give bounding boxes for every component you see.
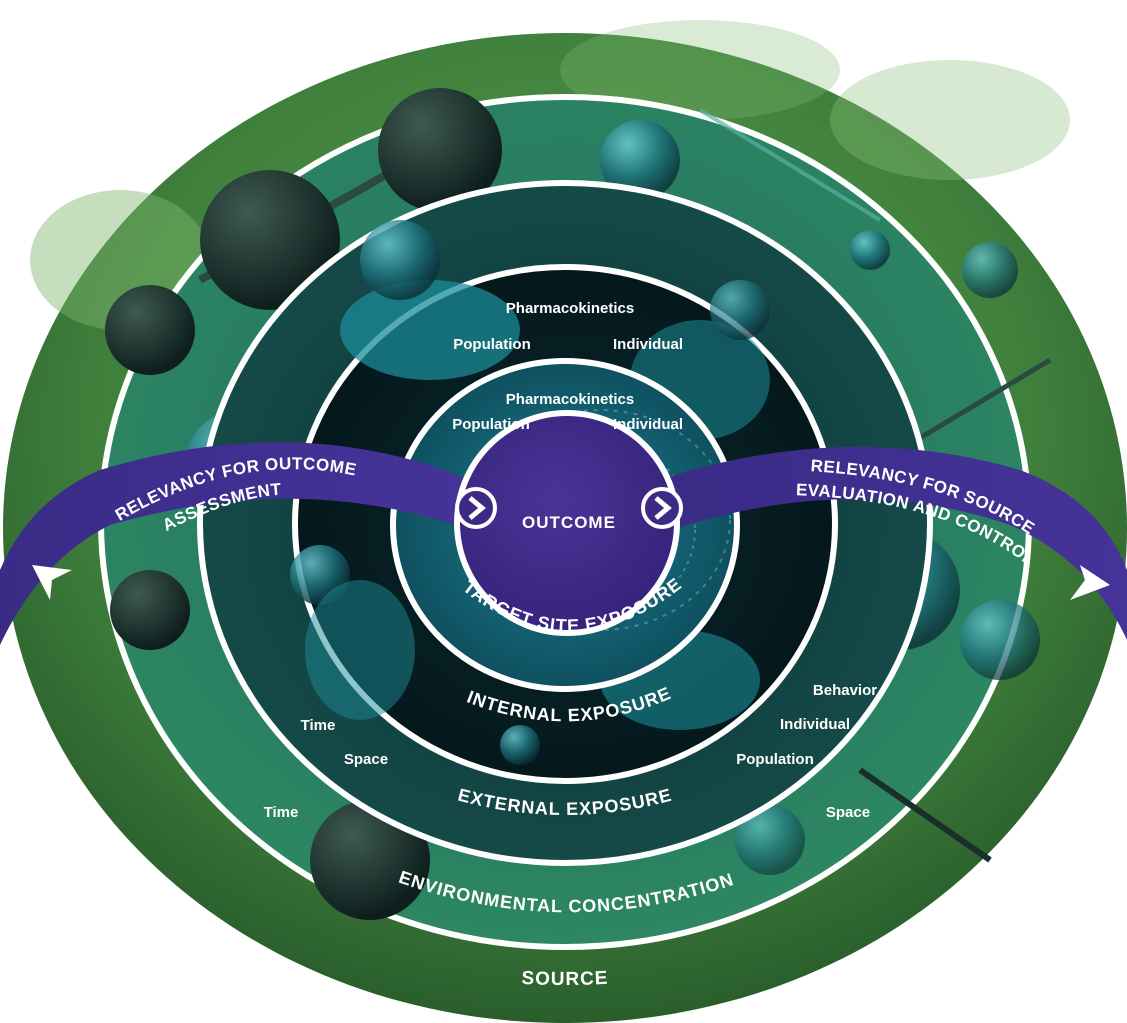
target-individual-label: Individual [613, 416, 683, 433]
smoke-cloud [830, 60, 1070, 180]
chevron-right-icon [455, 487, 497, 529]
target-population-label: Population [452, 416, 530, 433]
chevron-right-icon [641, 487, 683, 529]
internal-population-label: Population [453, 336, 531, 353]
external-time-label: Time [301, 717, 336, 734]
smoke-cloud [560, 20, 840, 120]
outcome-label: OUTCOME [522, 513, 616, 532]
internal-individual-label: Individual [613, 336, 683, 353]
source-label: SOURCE [521, 968, 609, 990]
environmental-time-label: Time [264, 804, 299, 821]
right-arrowhead-icon [1070, 565, 1110, 600]
left-arrowhead-icon [32, 565, 72, 600]
internal-pharmacokinetics-label: Pharmacokinetics [506, 300, 634, 317]
external-behavior-label: Behavior [813, 682, 877, 699]
cell-decoration [290, 220, 770, 765]
target-pharmacokinetics-label: Pharmacokinetics [506, 391, 634, 408]
outcome-core [454, 410, 680, 636]
external-space-label: Space [344, 751, 388, 768]
environmental-space-label: Space [826, 804, 870, 821]
relevancy-source-band [665, 446, 1127, 640]
external-population-label: Population [736, 751, 814, 768]
relevancy-outcome-band [0, 442, 470, 645]
external-individual-label: Individual [780, 716, 850, 733]
